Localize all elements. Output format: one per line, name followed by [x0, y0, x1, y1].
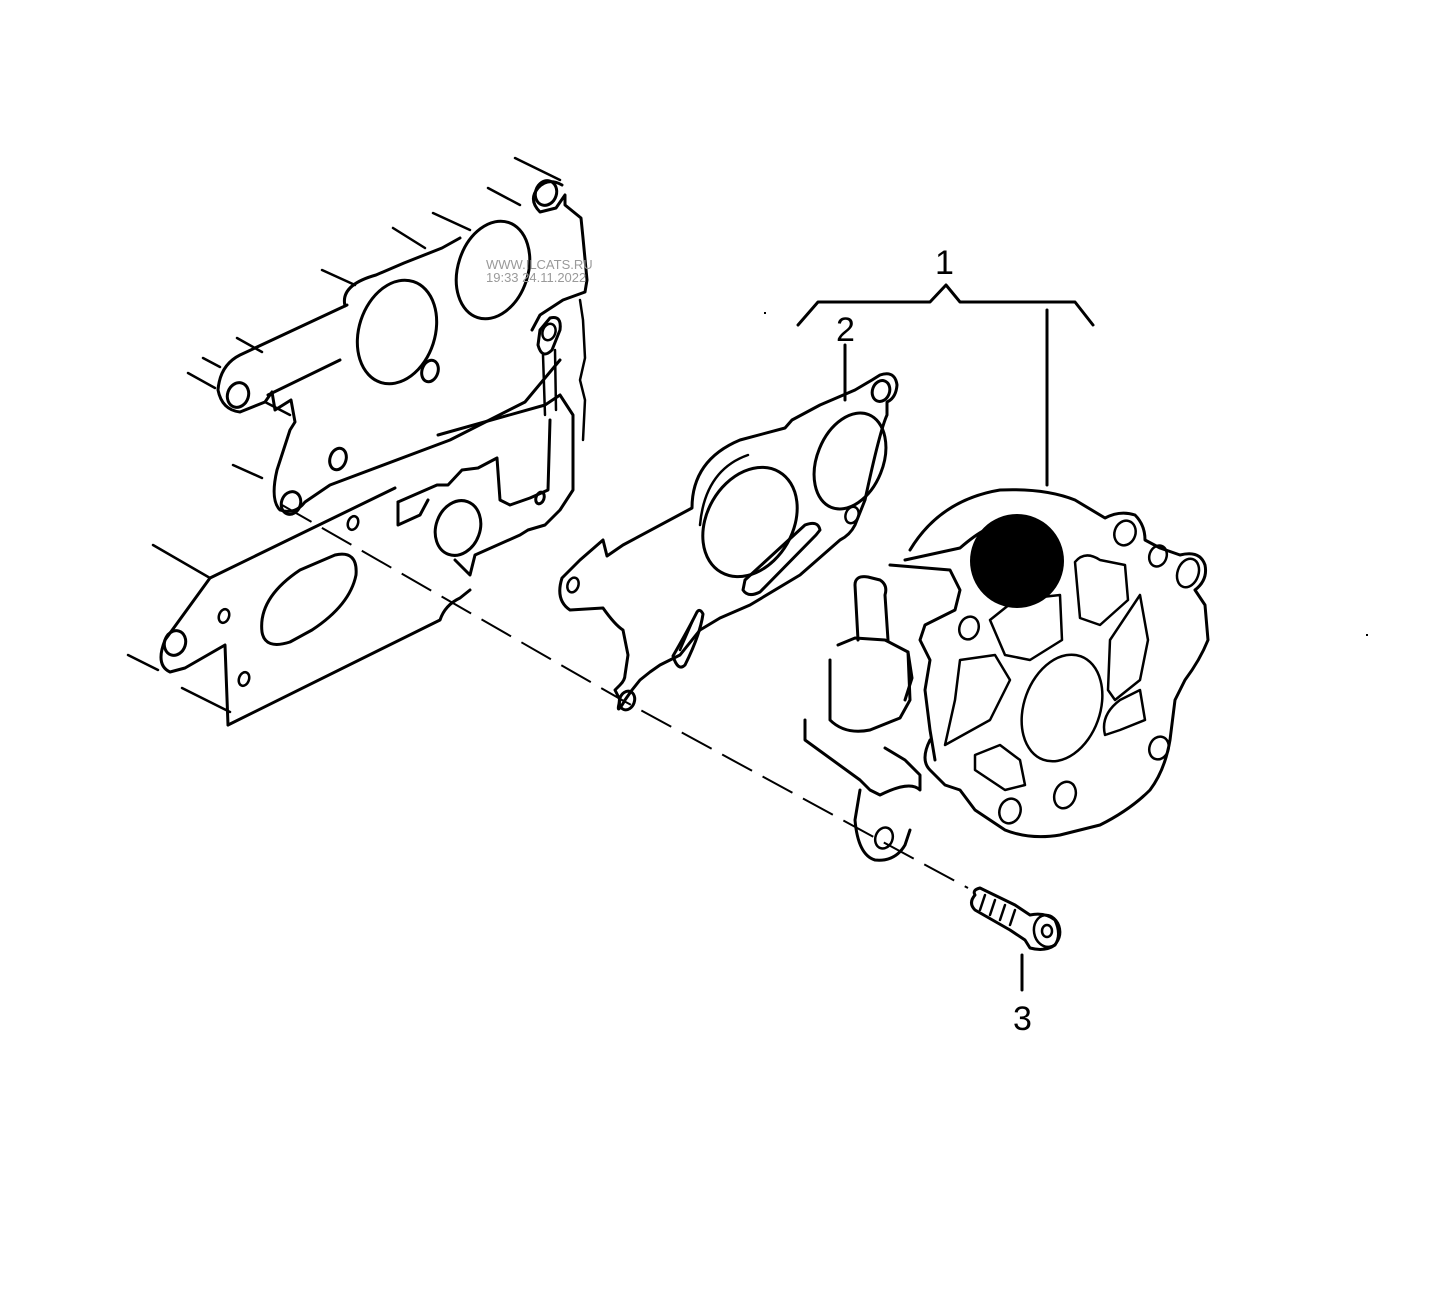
- watermark-timestamp: 19:33 24.11.2022: [486, 270, 587, 285]
- marker-dot: [970, 514, 1064, 608]
- alignment-line: [281, 504, 969, 889]
- callout-leaders: [796, 283, 1095, 992]
- watermark: WWW.ILCATS.RU 19:33 24.11.2022: [486, 258, 593, 284]
- gasket-part: [558, 372, 899, 712]
- bolt-part: [970, 886, 1062, 951]
- callout-1[interactable]: 1: [935, 244, 954, 282]
- callout-2[interactable]: 2: [836, 311, 855, 349]
- callout-3[interactable]: 3: [1013, 1000, 1032, 1038]
- engine-block-flange: [126, 156, 589, 727]
- stray-dot: [764, 312, 766, 314]
- stray-dot: [1366, 634, 1368, 636]
- vacuum-pump-part: [803, 488, 1210, 862]
- watermark-url: WWW.ILCATS.RU: [486, 257, 593, 272]
